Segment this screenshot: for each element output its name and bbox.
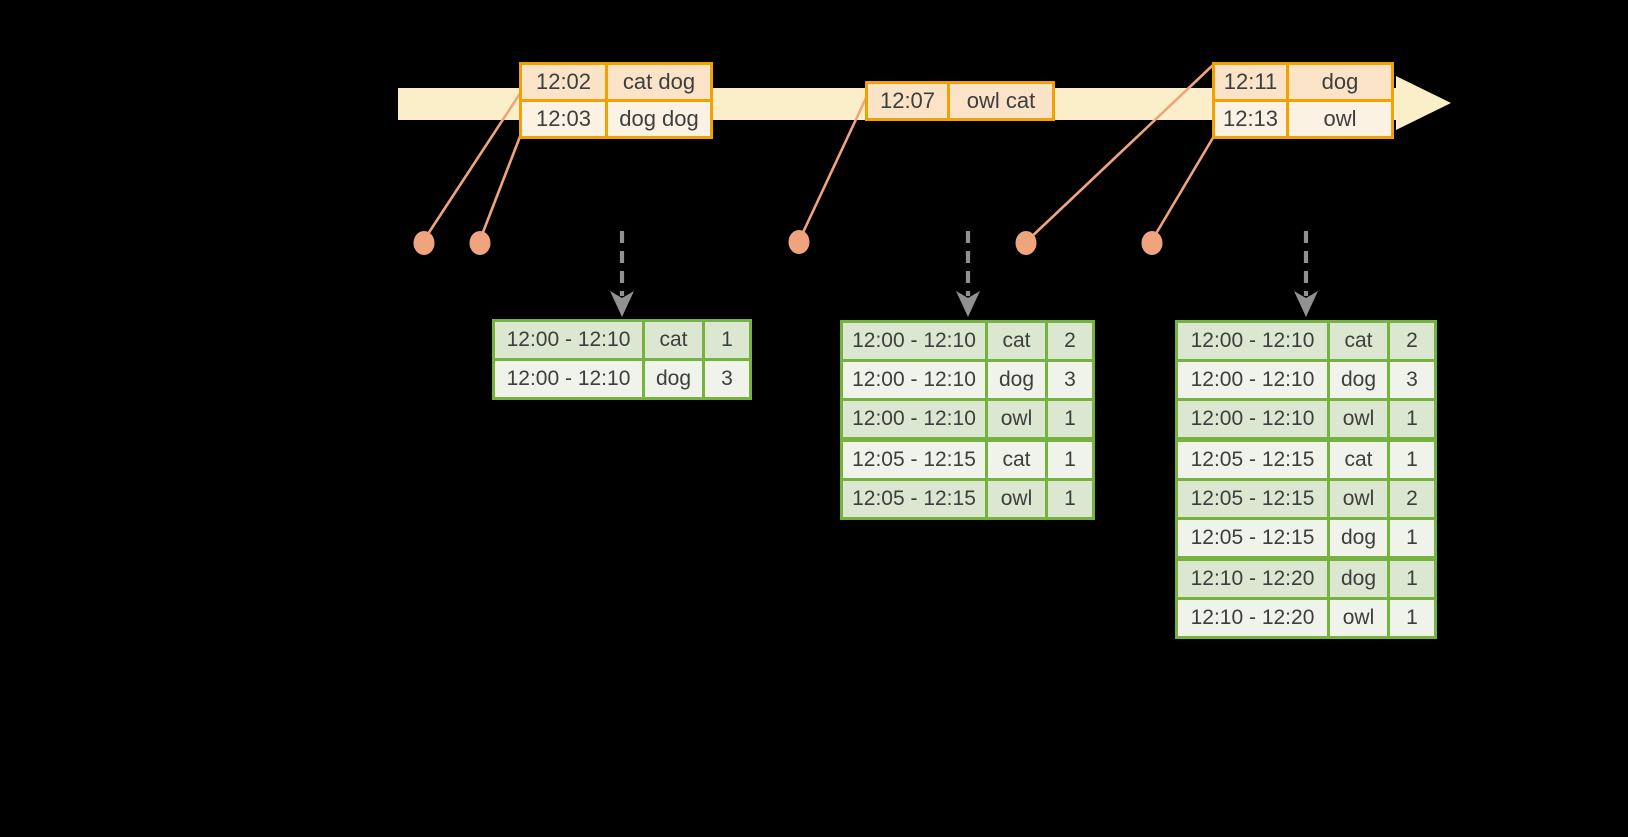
result-window: 12:10 - 12:20 — [1178, 600, 1330, 636]
result-window: 12:05 - 12:15 — [1178, 520, 1330, 556]
result-word: dog — [1330, 362, 1390, 398]
result-count: 2 — [1390, 323, 1434, 359]
result-window: 12:05 - 12:15 — [1178, 442, 1330, 478]
result-count: 1 — [705, 322, 749, 358]
result-word: dog — [988, 362, 1048, 398]
result-count: 1 — [1390, 520, 1434, 556]
event-words: owl — [1289, 102, 1391, 136]
result-count: 1 — [1048, 401, 1092, 437]
event-time: 12:02 — [522, 65, 608, 99]
result-count: 2 — [1390, 481, 1434, 517]
result-window: 12:00 - 12:10 — [495, 322, 645, 358]
result-word: dog — [1330, 561, 1390, 597]
result-word: owl — [1330, 481, 1390, 517]
event-time: 12:03 — [522, 102, 608, 136]
result-count: 1 — [1048, 481, 1092, 517]
trigger-arrow-icon — [956, 291, 980, 317]
result-count: 2 — [1048, 323, 1092, 359]
result-count: 3 — [1048, 362, 1092, 398]
result-word: owl — [988, 401, 1048, 437]
result-window: 12:00 - 12:10 — [843, 401, 988, 437]
result-count: 1 — [1390, 600, 1434, 636]
result-window: 12:00 - 12:10 — [1178, 401, 1330, 437]
result-count: 3 — [705, 361, 749, 397]
result-word: cat — [988, 323, 1048, 359]
result-window: 12:05 - 12:15 — [843, 481, 988, 517]
result-word: dog — [645, 361, 705, 397]
timeline-arrowhead-icon — [1396, 76, 1451, 130]
event-words: dog dog — [608, 102, 710, 136]
event-dot-icon — [788, 230, 810, 254]
event-words: cat dog — [608, 65, 710, 99]
event-dot-icon — [413, 231, 435, 255]
result-word: dog — [1330, 520, 1390, 556]
result-word: cat — [645, 322, 705, 358]
connector-line — [478, 133, 523, 241]
result-window: 12:05 - 12:15 — [1178, 481, 1330, 517]
result-word: cat — [1330, 442, 1390, 478]
event-words: dog — [1289, 65, 1391, 99]
event-time: 12:07 — [868, 84, 950, 118]
result-window: 12:00 - 12:10 — [843, 362, 988, 398]
result-window: 12:00 - 12:10 — [843, 323, 988, 359]
result-word: owl — [988, 481, 1048, 517]
result-word: owl — [1330, 401, 1390, 437]
trigger-arrow-icon — [610, 291, 634, 317]
event-dot-icon — [1015, 231, 1037, 255]
result-window: 12:00 - 12:10 — [1178, 323, 1330, 359]
connector-line — [1149, 135, 1216, 243]
result-window: 12:10 - 12:20 — [1178, 561, 1330, 597]
event-dot-icon — [469, 231, 491, 255]
event-words: owl cat — [950, 84, 1052, 118]
result-window: 12:00 - 12:10 — [1178, 362, 1330, 398]
result-count: 1 — [1390, 561, 1434, 597]
result-count: 1 — [1048, 442, 1092, 478]
result-word: cat — [988, 442, 1048, 478]
result-window: 12:00 - 12:10 — [495, 361, 645, 397]
event-dot-icon — [1141, 231, 1163, 255]
result-word: cat — [1330, 323, 1390, 359]
event-time: 12:11 — [1215, 65, 1289, 99]
result-word: owl — [1330, 600, 1390, 636]
trigger-arrow-icon — [1294, 291, 1318, 317]
result-count: 1 — [1390, 442, 1434, 478]
result-count: 1 — [1390, 401, 1434, 437]
result-window: 12:05 - 12:15 — [843, 442, 988, 478]
event-time: 12:13 — [1215, 102, 1289, 136]
result-count: 3 — [1390, 362, 1434, 398]
